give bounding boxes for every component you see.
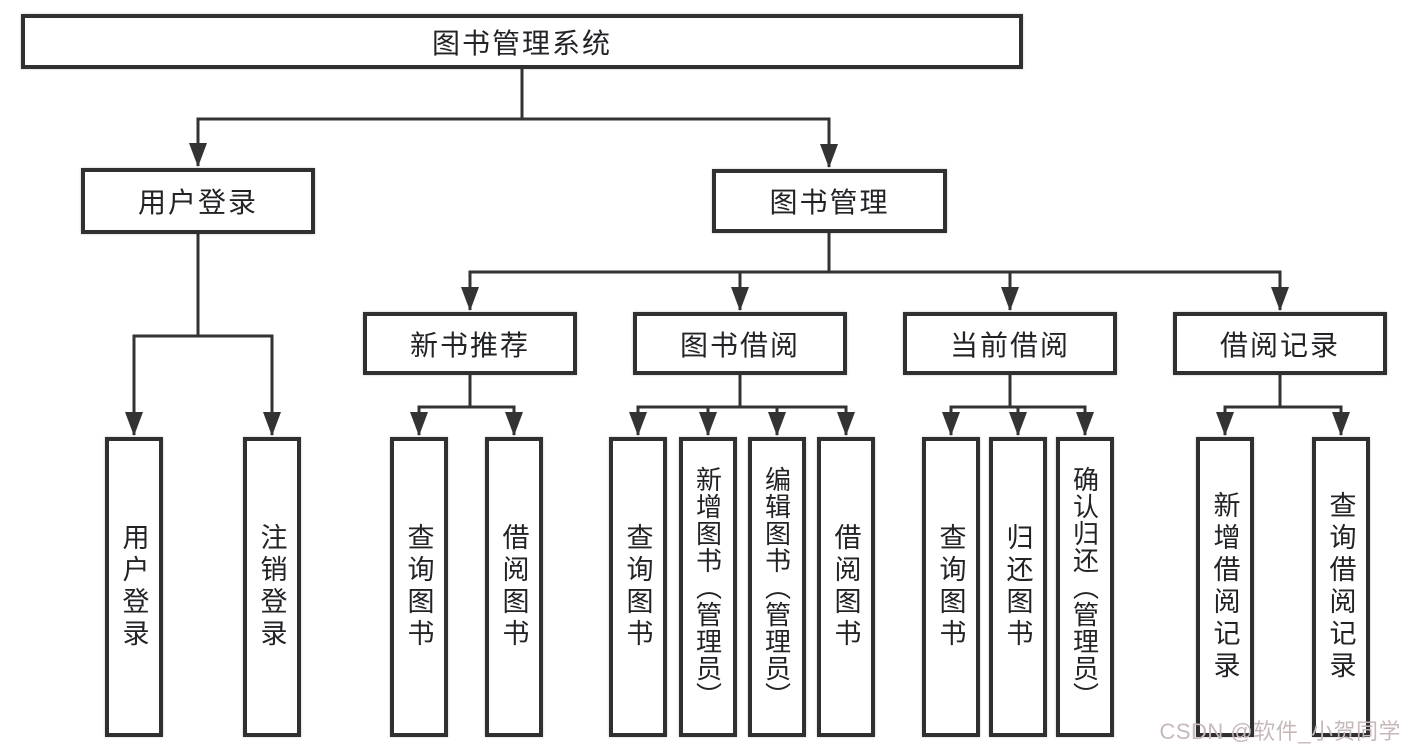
leaf-label: 编辑图书（管理员）	[761, 465, 792, 709]
leaf-edit-books-admin: 编辑图书（管理员）	[748, 437, 806, 737]
leaf-label: 用户登录	[118, 523, 149, 651]
connector-new-book-rec-to-leaves	[410, 375, 523, 436]
node-user-login: 用户登录	[81, 168, 315, 234]
node-book-borrow: 图书借阅	[633, 312, 847, 375]
leaf-label: 查询图书	[403, 523, 434, 651]
leaf-label: 借阅图书	[830, 523, 861, 651]
node-new-book-recommend: 新书推荐	[363, 312, 577, 375]
leaf-label: 确认归还（管理员）	[1069, 465, 1100, 709]
csdn-watermark: CSDN @软件_小贺同学	[1159, 719, 1401, 744]
leaf-return-books: 归还图书	[989, 437, 1047, 737]
connector-current-borrow-to-leaves	[942, 375, 1094, 436]
leaf-query-borrow-record: 查询借阅记录	[1312, 437, 1370, 737]
connector-borrow-record-to-leaves	[1216, 375, 1350, 436]
node-current-borrow: 当前借阅	[903, 312, 1117, 375]
connector-book-mgmt-to-level3	[461, 233, 1289, 311]
leaf-add-borrow-record: 新增借阅记录	[1196, 437, 1254, 737]
leaf-label: 新增借阅记录	[1209, 491, 1240, 683]
leaf-logout: 注销登录	[243, 437, 301, 737]
leaf-borrow-books-recommend: 借阅图书	[485, 437, 543, 737]
leaf-borrow-books: 借阅图书	[817, 437, 875, 737]
leaf-query-books-recommend: 查询图书	[390, 437, 448, 737]
leaf-label: 借阅图书	[498, 523, 529, 651]
leaf-label: 查询借阅记录	[1325, 491, 1356, 683]
leaf-user-login: 用户登录	[105, 437, 163, 737]
leaf-label: 查询图书	[935, 523, 966, 651]
leaf-add-books-admin: 新增图书（管理员）	[679, 437, 737, 737]
node-borrow-record: 借阅记录	[1173, 312, 1387, 375]
leaf-confirm-return-admin: 确认归还（管理员）	[1056, 437, 1114, 737]
leaf-query-books-current: 查询图书	[922, 437, 980, 737]
connector-user-login-to-leaves	[125, 234, 281, 436]
leaf-label: 新增图书（管理员）	[692, 465, 723, 709]
leaf-label: 查询图书	[622, 523, 653, 651]
node-book-management: 图书管理	[712, 169, 947, 233]
leaf-label: 注销登录	[256, 523, 287, 651]
node-root-system: 图书管理系统	[21, 14, 1023, 69]
leaf-query-books-borrow: 查询图书	[609, 437, 667, 737]
connector-root-to-level2	[189, 69, 838, 168]
connector-book-borrow-to-leaves	[629, 375, 855, 436]
leaf-label: 归还图书	[1002, 523, 1033, 651]
